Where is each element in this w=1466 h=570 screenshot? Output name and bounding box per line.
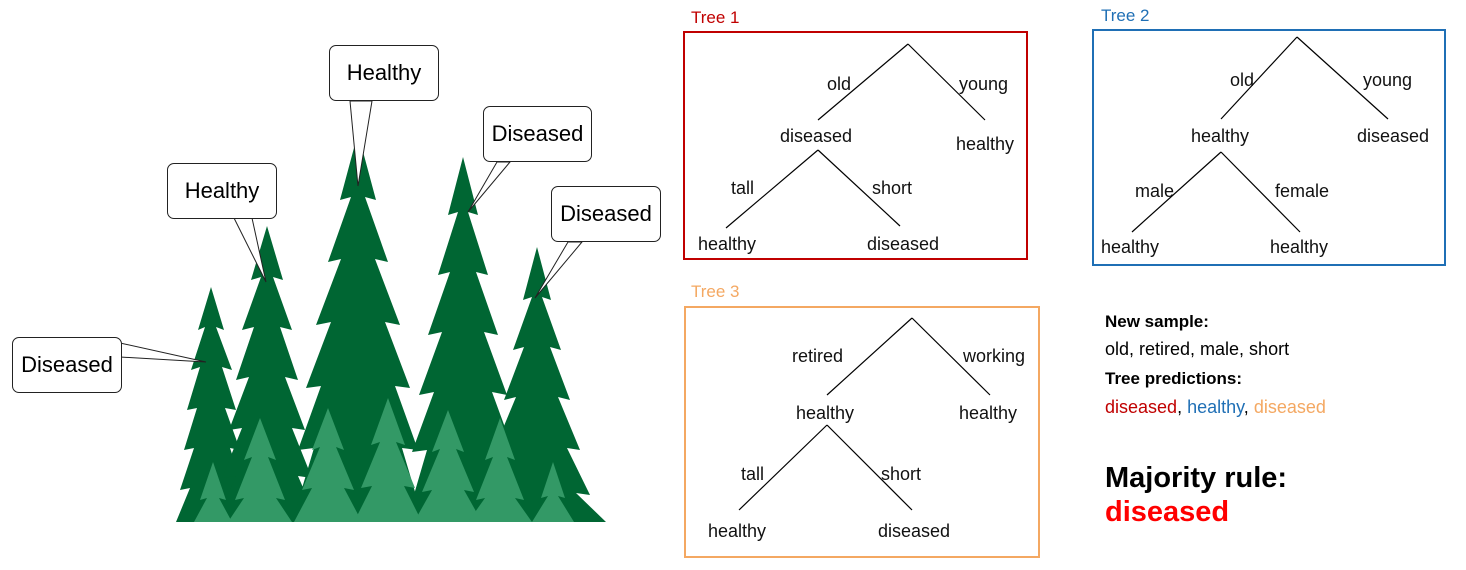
tree-2-edge-old: old [1230, 70, 1255, 90]
callout-tall-tree: Healthy [329, 45, 439, 101]
prediction-separator: , [1243, 397, 1254, 417]
tree-1-leaf-right: healthy [956, 134, 1015, 154]
tree-predictions: diseased, healthy, diseased [1105, 397, 1326, 418]
tree-3-leaf-right: healthy [959, 403, 1018, 423]
majority-rule-value: diseased [1105, 496, 1230, 528]
callout-fourth-tree: Diseased [483, 106, 592, 162]
tree-3-edge-tall: tall [741, 464, 765, 484]
tree-2-node-left: healthy [1191, 126, 1250, 146]
prediction-tree-2: healthy [1187, 397, 1244, 417]
tree-1-edge-young: young [959, 74, 1009, 94]
tree-1-edge-old: old [827, 74, 852, 94]
tree-3-box [684, 306, 1040, 558]
tree-2-title: Tree 2 [1101, 6, 1150, 25]
callout-text: Healthy [346, 60, 422, 85]
callout-second-tree: Healthy [167, 163, 277, 219]
tree-2-box [1092, 29, 1446, 266]
pine-trees-light [194, 398, 574, 522]
tree-2-leaf-1: healthy [1101, 237, 1160, 257]
tree-1-node-left: diseased [780, 126, 853, 146]
callout-left-tree: Diseased [12, 337, 122, 393]
tree-2-leaf-right: diseased [1357, 126, 1430, 146]
callout-text: Diseased [491, 121, 584, 146]
tree-1-title: Tree 1 [691, 8, 740, 27]
tree-3-edge-retired: retired [792, 346, 844, 366]
prediction-separator: , [1177, 397, 1188, 417]
tree-1-edge-short: short [872, 178, 913, 198]
tree-3-node-left: healthy [796, 403, 855, 423]
tree-3-leaf-2: diseased [878, 521, 951, 541]
prediction-tree-1: diseased [1105, 397, 1178, 417]
callout-text: Healthy [184, 178, 260, 203]
tree-3-edge-working: working [963, 346, 1026, 366]
new-sample-label: New sample: [1105, 312, 1209, 331]
tree-1-leaf-2: diseased [867, 234, 940, 254]
tree-1-leaf-1: healthy [698, 234, 757, 254]
tree-2-edge-male: male [1135, 181, 1175, 201]
majority-rule-label: Majority rule: [1105, 462, 1288, 494]
callout-right-tree: Diseased [551, 186, 661, 242]
tree-3-title: Tree 3 [691, 282, 740, 301]
prediction-tree-3: diseased [1253, 397, 1326, 417]
tree-1-box [683, 31, 1028, 260]
tree-2-leaf-2: healthy [1270, 237, 1329, 257]
callout-text: Diseased [21, 352, 113, 377]
tree-predictions-label: Tree predictions: [1105, 369, 1242, 388]
tree-1-edge-tall: tall [731, 178, 755, 198]
callout-text: Diseased [560, 201, 652, 226]
tree-2-edge-young: young [1363, 70, 1413, 90]
tree-3-leaf-1: healthy [708, 521, 767, 541]
tree-3-edge-short: short [881, 464, 922, 484]
new-sample-values: old, retired, male, short [1105, 339, 1290, 359]
tree-2-edge-female: female [1275, 181, 1330, 201]
callout-pointers [119, 100, 584, 363]
